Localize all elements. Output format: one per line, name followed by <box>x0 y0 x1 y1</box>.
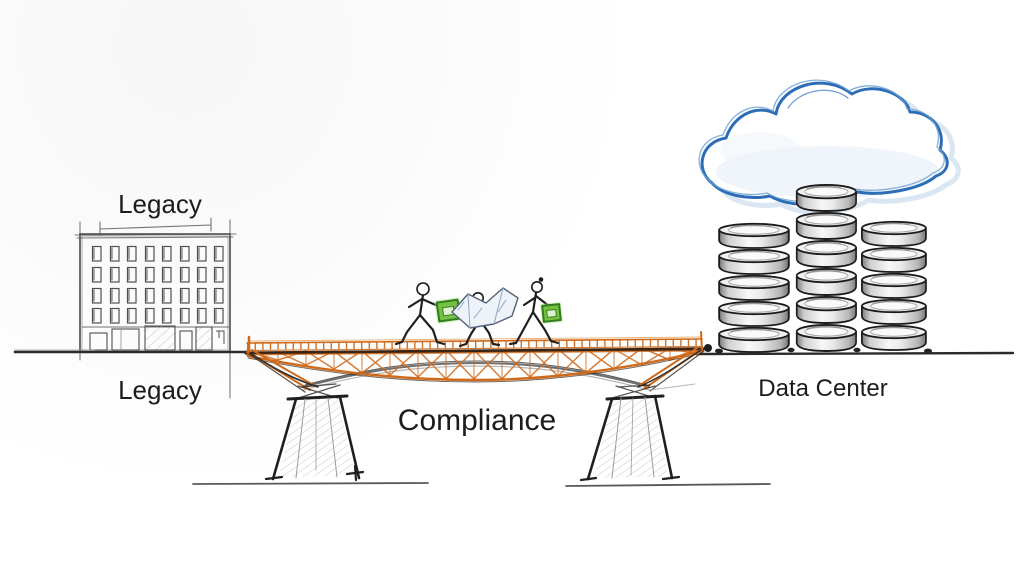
window <box>161 266 172 283</box>
pier-ground-left <box>192 482 429 485</box>
pier-feet <box>264 464 365 482</box>
window <box>196 245 207 262</box>
labels: Legacy Legacy Compliance Data Center <box>118 189 888 437</box>
window <box>109 245 120 262</box>
window <box>126 287 137 304</box>
deck-underline <box>245 350 704 356</box>
truss-bottom-chord <box>246 349 704 382</box>
people-crossing <box>394 277 563 348</box>
bridge-pier-right <box>565 383 771 487</box>
label-compliance: Compliance <box>398 404 556 437</box>
window-grid <box>91 245 224 324</box>
person-carrying-blueprint <box>451 287 519 348</box>
pier-ground-right <box>565 483 771 487</box>
deck-line <box>244 347 705 355</box>
ground-lines <box>13 349 1015 356</box>
bridge-arch <box>302 360 650 391</box>
label-data-center: Data Center <box>758 375 887 402</box>
window <box>109 287 120 304</box>
window <box>161 307 172 324</box>
cloud <box>698 79 961 215</box>
blueprint-paper <box>451 287 519 329</box>
disk <box>718 326 790 353</box>
window <box>144 307 155 324</box>
disk <box>861 272 927 299</box>
railing-top-sketch <box>248 336 701 342</box>
disk <box>718 248 790 275</box>
legacy-building <box>74 217 237 399</box>
window <box>213 287 224 304</box>
window <box>126 266 137 283</box>
stack-feet <box>715 347 932 354</box>
window <box>109 266 120 283</box>
data-center-stacks <box>715 183 932 354</box>
window <box>109 307 120 324</box>
disk <box>795 323 858 352</box>
disk <box>795 267 858 296</box>
disk <box>718 222 790 249</box>
deck-edge <box>245 345 704 352</box>
abutment-right <box>637 331 712 392</box>
pier-sketch-stray-line <box>649 383 696 391</box>
disk <box>861 220 927 247</box>
window <box>161 287 172 304</box>
disk <box>861 298 927 325</box>
disk-stack-middle <box>795 183 858 352</box>
window <box>91 307 102 324</box>
window <box>144 287 155 304</box>
disk <box>795 183 858 212</box>
truss-verticals <box>277 348 671 379</box>
window <box>196 287 207 304</box>
compliance-bridge <box>192 331 771 487</box>
person-with-briefcase <box>394 282 463 346</box>
window <box>196 266 207 283</box>
bridge-deck <box>244 336 705 356</box>
disk-stack-right <box>861 220 927 351</box>
railing-top <box>246 338 703 344</box>
disk-stack-left <box>718 222 790 353</box>
roof-measuring-line <box>99 217 212 236</box>
pier-feet <box>579 475 681 482</box>
hair-bun <box>538 277 544 282</box>
disk <box>718 300 790 327</box>
label-legacy-top: Legacy <box>118 189 202 219</box>
bridge-pier-left <box>192 383 429 485</box>
window <box>179 287 190 304</box>
window <box>91 245 102 262</box>
disk <box>861 324 927 351</box>
window <box>126 307 137 324</box>
window <box>213 307 224 324</box>
window <box>144 266 155 283</box>
abutment-block <box>704 344 712 352</box>
ground-right <box>698 351 1015 356</box>
window <box>196 307 207 324</box>
window <box>213 266 224 283</box>
window <box>179 245 190 262</box>
disk <box>795 295 858 324</box>
green-bag <box>540 302 563 324</box>
label-legacy-bottom: Legacy <box>118 375 202 405</box>
abutment-left <box>246 335 319 393</box>
storefront-level <box>82 325 229 351</box>
cloud-inner-shade-2 <box>720 132 800 168</box>
disk <box>795 211 858 240</box>
window <box>179 266 190 283</box>
cloud-accent-stroke <box>787 89 849 109</box>
window <box>213 245 224 262</box>
building-corner-overshoots <box>74 219 237 399</box>
window <box>179 307 190 324</box>
window <box>144 245 155 262</box>
window <box>91 287 102 304</box>
person-with-bag <box>508 277 563 346</box>
window <box>126 245 137 262</box>
truss-bottom-chord-shadow <box>247 352 703 383</box>
disk <box>795 239 858 268</box>
window <box>91 266 102 283</box>
disk <box>861 246 927 273</box>
window <box>161 245 172 262</box>
disk <box>718 274 790 301</box>
pier-hatching <box>594 397 668 478</box>
